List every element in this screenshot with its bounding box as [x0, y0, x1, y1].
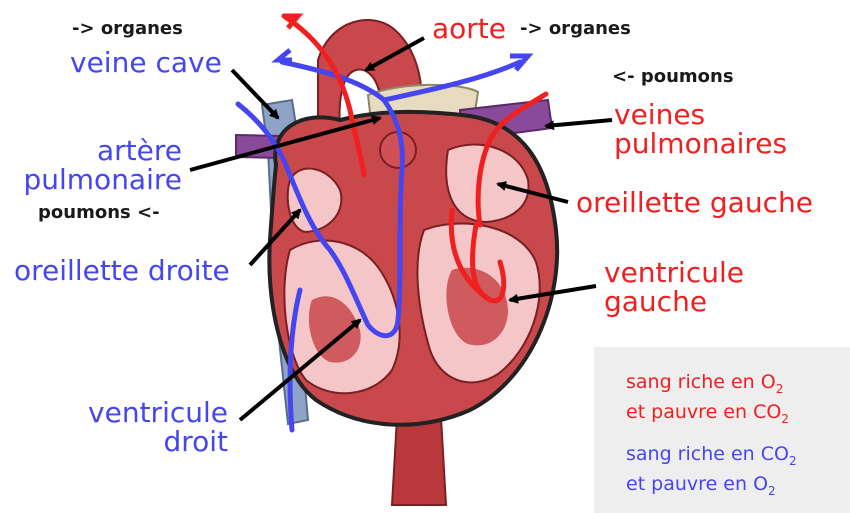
label-lungs-right: <- poumons — [612, 68, 734, 87]
legend-red-line2-sub: 2 — [781, 412, 789, 426]
label-pulmonary-veins: veines pulmonaires — [614, 100, 787, 159]
legend-red-line2: et pauvre en CO2 — [626, 401, 789, 423]
label-pulmonary-veins-line1: veines — [614, 100, 787, 129]
label-left-atrium: oreillette gauche — [576, 188, 813, 217]
label-right-ventricle: ventricule droit — [60, 398, 228, 457]
legend-blue-line2: et pauvre en O2 — [626, 473, 776, 495]
label-left-ventricle-line1: ventricule — [604, 258, 744, 287]
legend-blue-line1: sang riche en CO2 — [626, 443, 797, 465]
label-pulmonary-artery-line1: artère — [10, 136, 182, 165]
label-lungs-left: poumons <- — [38, 204, 160, 223]
legend-red-line1-text: sang riche en O — [626, 371, 776, 393]
label-vena-cava: veine cave — [70, 48, 222, 77]
label-pulmonary-veins-line2: pulmonaires — [614, 129, 787, 158]
legend-red-line1: sang riche en O2 — [626, 371, 783, 393]
legend-blue-line1-text: sang riche en CO — [626, 443, 789, 465]
label-right-ventricle-line1: ventricule — [60, 398, 228, 427]
label-pulmonary-artery-line2: pulmonaire — [10, 165, 182, 194]
label-right-ventricle-line2: droit — [60, 427, 228, 456]
legend-blue-line2-sub: 2 — [768, 484, 776, 498]
label-organs-left: -> organes — [72, 20, 183, 39]
legend-blue-line2-text: et pauvre en O — [626, 473, 768, 495]
label-organs-right: -> organes — [520, 20, 631, 39]
legend-red-line2-text: et pauvre en CO — [626, 401, 781, 423]
legend-box: sang riche en O2 et pauvre en CO2 sang r… — [594, 347, 850, 513]
label-left-ventricle-line2: gauche — [604, 287, 744, 316]
legend-blue-line1-sub: 2 — [789, 454, 797, 468]
label-left-ventricle: ventricule gauche — [604, 258, 744, 317]
label-aorta: aorte — [432, 14, 506, 43]
legend-red-line1-sub: 2 — [776, 382, 784, 396]
label-right-atrium: oreillette droite — [14, 256, 230, 285]
label-pulmonary-artery: artère pulmonaire — [10, 136, 182, 195]
